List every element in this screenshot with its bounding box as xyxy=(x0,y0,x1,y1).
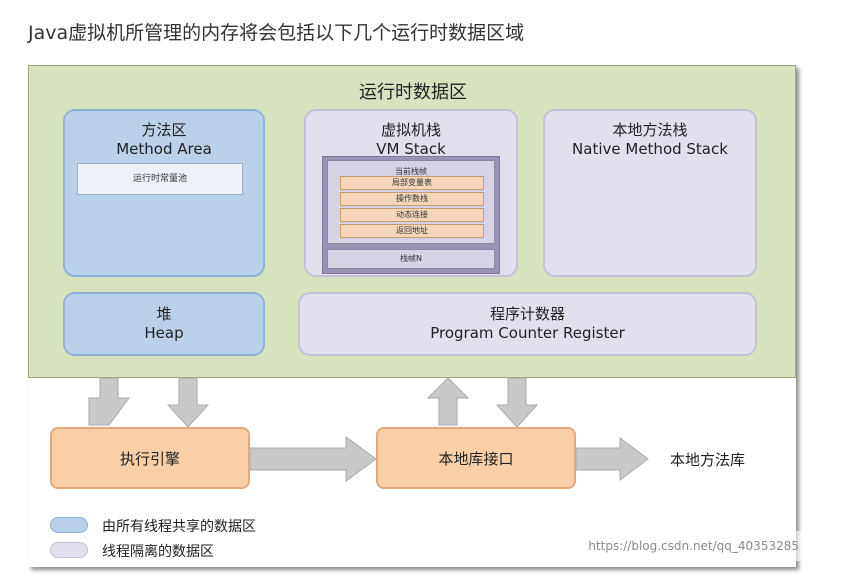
native-interface-box: 本地库接口 xyxy=(376,427,576,489)
frame-n: 栈帧N xyxy=(327,249,495,269)
up-arrow-icon xyxy=(88,377,130,426)
down-arrow-icon xyxy=(166,377,210,428)
legend-isolated: 线程隔离的数据区 xyxy=(102,544,214,560)
execution-engine-box: 执行引擎 xyxy=(50,427,250,489)
return-address: 返回地址 xyxy=(340,224,484,238)
right-arrow-icon xyxy=(575,437,649,481)
jvm-diagram: 运行时数据区 方法区 Method Area 运行时常量池 虚拟机栈 VM St… xyxy=(28,65,796,567)
native-stack-cn: 本地方法栈 xyxy=(612,121,688,139)
shared-area-swatch xyxy=(50,517,88,533)
vm-stack-en: VM Stack xyxy=(376,140,446,158)
heap-en: Heap xyxy=(144,324,184,342)
heap-box: 堆 Heap xyxy=(63,292,265,356)
pc-register-box: 程序计数器 Program Counter Register xyxy=(298,292,757,356)
method-area-cn: 方法区 xyxy=(141,121,187,139)
local-variable-table: 局部变量表 xyxy=(340,176,484,190)
stack-frames: 当前栈帧 局部变量表 操作数栈 动态连接 返回地址 栈帧N xyxy=(322,156,500,274)
runtime-data-area: 运行时数据区 方法区 Method Area 运行时常量池 虚拟机栈 VM St… xyxy=(28,65,796,378)
current-frame-title: 当前栈帧 xyxy=(395,167,427,176)
current-frame: 当前栈帧 局部变量表 操作数栈 动态连接 返回地址 xyxy=(327,160,495,244)
right-arrow-icon xyxy=(249,436,377,482)
legend-shared: 由所有线程共享的数据区 xyxy=(102,519,256,535)
vm-stack-box: 虚拟机栈 VM Stack 当前栈帧 局部变量表 操作数栈 动态连接 返回地址 … xyxy=(304,109,518,277)
native-method-stack-box: 本地方法栈 Native Method Stack xyxy=(543,109,757,277)
vm-stack-cn: 虚拟机栈 xyxy=(380,121,441,139)
pc-register-en: Program Counter Register xyxy=(430,324,625,342)
method-area-en: Method Area xyxy=(116,140,212,158)
pc-register-cn: 程序计数器 xyxy=(489,305,565,323)
runtime-data-area-title: 运行时数据区 xyxy=(359,82,467,103)
data-flow-arrows xyxy=(88,377,649,482)
page-heading: Java虚拟机所管理的内存将会包括以下几个运行时数据区域 xyxy=(28,22,525,44)
isolated-area-swatch xyxy=(50,542,88,558)
runtime-constant-pool: 运行时常量池 xyxy=(77,163,243,195)
down-arrow-icon xyxy=(495,377,539,428)
heap-cn: 堆 xyxy=(156,305,172,323)
watermark: https://blog.csdn.net/qq_40353285 xyxy=(565,531,805,561)
native-method-library: 本地方法库 xyxy=(670,451,746,469)
native-stack-en: Native Method Stack xyxy=(572,140,728,158)
operand-stack: 操作数栈 xyxy=(340,192,484,206)
dynamic-linking: 动态连接 xyxy=(340,208,484,222)
up-arrow-icon xyxy=(426,377,470,426)
method-area-box: 方法区 Method Area 运行时常量池 xyxy=(63,109,265,277)
